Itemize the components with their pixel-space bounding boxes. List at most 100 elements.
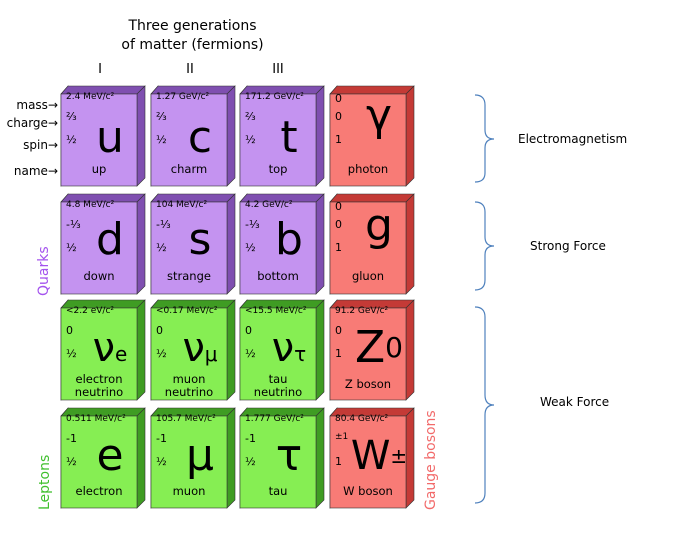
title-line-1: Three generations xyxy=(128,18,257,34)
arrow-icon: → xyxy=(47,116,58,130)
quarks-label: Quarks xyxy=(36,246,52,296)
spin-value: ½ xyxy=(66,241,77,254)
particle-name: up xyxy=(91,162,107,176)
force-braces xyxy=(474,94,495,504)
spin-value: 1 xyxy=(335,241,342,254)
charge-value: 0 xyxy=(335,324,342,337)
force-strong: Strong Force xyxy=(530,239,606,253)
mass-value: 105.7 MeV/c² xyxy=(156,414,216,424)
particle-card-electron: 0.511 MeV/c² -1 ½ e electron xyxy=(60,407,146,509)
particle-symbol: s xyxy=(188,214,212,265)
symbol-main: ν xyxy=(271,325,295,371)
brace-weak-force xyxy=(474,306,495,504)
mass-value: 1.777 GeV/c² xyxy=(245,414,304,424)
particle-symbol: τ xyxy=(275,430,303,481)
spin-value: ½ xyxy=(66,455,77,468)
title-line-2: of matter (fermions) xyxy=(121,37,264,53)
brace-strong-force xyxy=(474,201,495,291)
charge-value: -1 xyxy=(66,432,77,445)
particle-name: gluon xyxy=(351,269,385,283)
mass-value: 1.27 GeV/c² xyxy=(156,92,210,102)
symbol-main: ν xyxy=(92,325,116,371)
particle-symbol: ντ xyxy=(258,322,320,380)
mass-value: 4.2 GeV/c² xyxy=(245,200,293,210)
charge-value: 0 xyxy=(245,324,252,337)
particle-symbol: νμ xyxy=(169,322,231,380)
particle-name: muon xyxy=(172,484,206,498)
particle-symbol: c xyxy=(187,112,213,163)
particle-name: tau xyxy=(268,484,288,498)
mass-value: <15.5 MeV/c² xyxy=(245,306,307,316)
spin-value: ½ xyxy=(245,133,256,146)
mass-value: 4.8 MeV/c² xyxy=(66,200,115,210)
particle-name: electron xyxy=(75,484,123,498)
arrow-icon: → xyxy=(47,164,58,178)
particle-card-tau: 1.777 GeV/c² -1 ½ τ tau xyxy=(239,407,325,509)
charge-value: -1 xyxy=(245,432,256,445)
spin-value: ½ xyxy=(66,347,77,360)
particle-symbol: Z0 xyxy=(348,322,410,374)
particle-name-line-1: muon xyxy=(172,372,206,386)
row-label-mass-text: mass xyxy=(16,98,48,112)
symbol-subscript: μ xyxy=(204,342,218,366)
particle-name-line-2: neutrino xyxy=(253,385,303,399)
particle-symbol: W± xyxy=(348,430,410,482)
particle-symbol: g xyxy=(365,200,393,251)
particle-symbol: μ xyxy=(186,430,214,481)
particle-symbol: t xyxy=(280,112,298,163)
particle-symbol: νe xyxy=(79,322,141,380)
particle-card-charm: 1.27 GeV/c² ⅔ ½ c charm xyxy=(150,85,236,187)
particle-card-bottom: 4.2 GeV/c² -⅓ ½ b bottom xyxy=(239,193,325,295)
particle-symbol: e xyxy=(96,430,124,481)
particle-card-down: 4.8 MeV/c² -⅓ ½ d down xyxy=(60,193,146,295)
particle-name-line-1: electron xyxy=(75,372,123,386)
generation-3-header: III xyxy=(272,62,284,77)
spin-value: ½ xyxy=(156,455,167,468)
spin-value: ½ xyxy=(66,133,77,146)
spin-value: 1 xyxy=(335,455,342,468)
mass-value: <2.2 eV/c² xyxy=(66,306,114,316)
particle-symbol: u xyxy=(96,112,124,163)
charge-value: ⅔ xyxy=(156,110,167,123)
particle-name: W boson xyxy=(343,484,393,498)
charge-value: 0 xyxy=(66,324,73,337)
particle-card-muon: 105.7 MeV/c² -1 ½ μ muon xyxy=(150,407,236,509)
charge-value: -⅓ xyxy=(66,218,81,231)
charge-value: -1 xyxy=(156,432,167,445)
mass-value: 0 xyxy=(335,92,342,105)
brace-electromagnetism xyxy=(474,94,495,183)
particle-name-line-2: neutrino xyxy=(164,385,214,399)
charge-value: -⅓ xyxy=(156,218,171,231)
spin-value: ½ xyxy=(245,347,256,360)
spin-value: ½ xyxy=(245,455,256,468)
particle-name: strange xyxy=(167,269,211,283)
spin-value: ½ xyxy=(156,241,167,254)
particle-name: down xyxy=(83,269,115,283)
force-electromagnetism: Electromagnetism xyxy=(518,132,628,146)
arrow-icon: → xyxy=(47,138,58,152)
spin-value: 1 xyxy=(335,347,342,360)
mass-value: <0.17 MeV/c² xyxy=(156,306,218,316)
row-label-spin-text: spin xyxy=(23,138,48,152)
symbol-main: ν xyxy=(182,325,205,371)
charge-value: 0 xyxy=(335,110,342,123)
particle-card-photon: 0 0 1 γ photon xyxy=(329,85,415,187)
row-label-name-text: name xyxy=(13,164,48,178)
row-label-name: name→ xyxy=(0,164,58,178)
spin-value: ½ xyxy=(156,347,167,360)
mass-value: 104 MeV/c² xyxy=(156,200,208,210)
spin-value: ½ xyxy=(156,133,167,146)
mass-value: 80.4 GeV/c² xyxy=(335,414,389,424)
particle-card-gluon: 0 0 1 g gluon xyxy=(329,193,415,295)
row-label-charge: charge→ xyxy=(0,116,58,130)
particle-card-w-boson: 80.4 GeV/c² ±1 1 W± W boson xyxy=(329,407,415,509)
mass-value: 0.511 MeV/c² xyxy=(66,414,126,424)
generation-1-header: I xyxy=(98,62,102,77)
diagram-title: Three generations of matter (fermions) xyxy=(105,17,280,55)
